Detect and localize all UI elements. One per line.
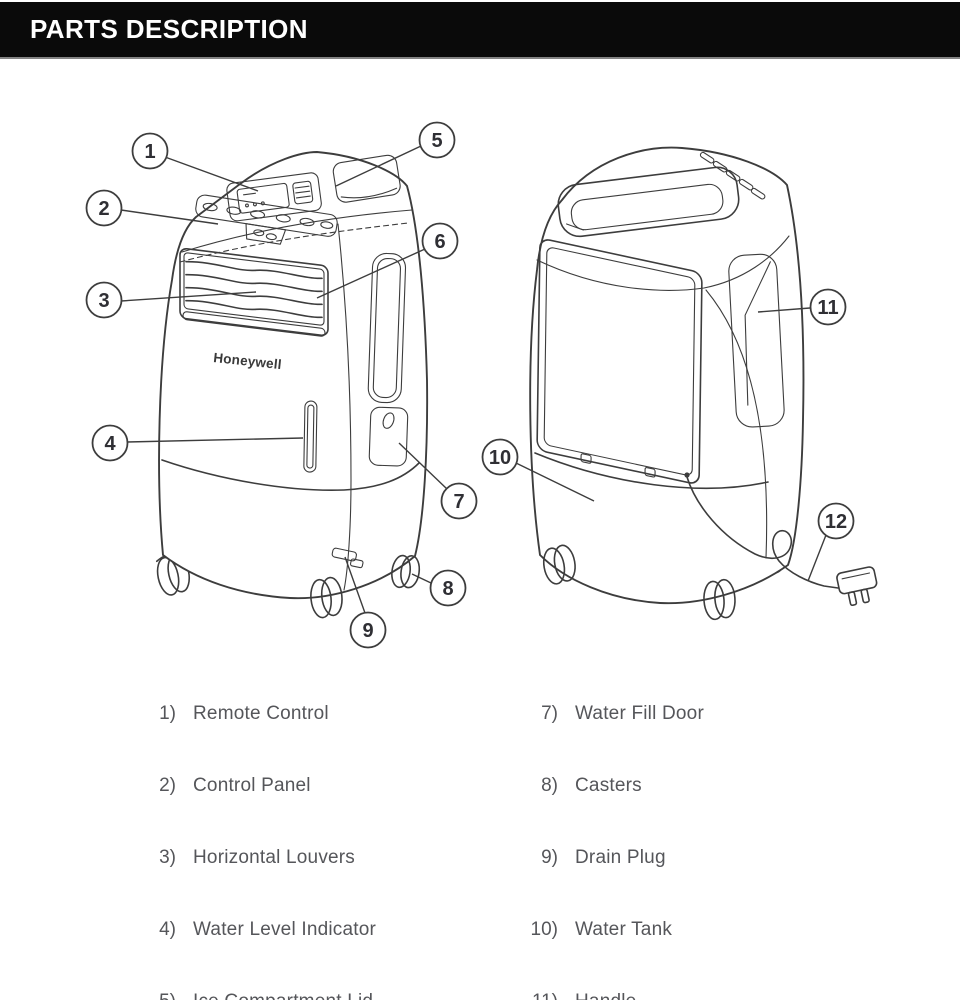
item-number: 11) bbox=[508, 991, 558, 1000]
carry-handle-recess bbox=[557, 166, 740, 238]
brand-logo-text: Honeywell bbox=[213, 350, 283, 372]
back-view-diagram bbox=[529, 146, 878, 621]
callout-number: 7 bbox=[453, 491, 464, 513]
parts-diagram: Honeywell bbox=[85, 121, 878, 649]
callout-circle bbox=[85, 189, 123, 227]
callout-number: 2 bbox=[98, 198, 109, 220]
front-body-outline bbox=[158, 151, 429, 600]
callout-9: 9 bbox=[344, 556, 387, 649]
item-label: Casters bbox=[575, 775, 642, 796]
water-fill-door-icon bbox=[368, 406, 409, 467]
list-item: 5) Ice Compartment Lid bbox=[150, 991, 376, 1000]
page-title: PARTS DESCRIPTION bbox=[30, 14, 308, 44]
callout-number: 11 bbox=[817, 297, 838, 319]
back-body-outline bbox=[529, 146, 805, 605]
callout-circle bbox=[418, 121, 456, 159]
item-number: 5) bbox=[150, 991, 176, 1000]
item-label: Control Panel bbox=[193, 775, 311, 796]
callout-circle bbox=[349, 611, 387, 649]
item-label: Drain Plug bbox=[575, 847, 666, 868]
ice-compartment-lid-icon bbox=[332, 154, 401, 203]
caster-front-center-icon bbox=[310, 576, 343, 619]
drain-plug-icon bbox=[331, 547, 364, 569]
list-item: 2) Control Panel bbox=[150, 775, 376, 797]
handle-icon bbox=[728, 253, 785, 428]
item-number: 1) bbox=[159, 703, 176, 724]
caster-front-right-icon bbox=[391, 554, 421, 589]
item-label: Water Fill Door bbox=[575, 703, 704, 724]
honeycomb-grille-icon bbox=[536, 239, 703, 484]
control-panel-icon bbox=[195, 194, 338, 245]
callout-7: 7 bbox=[398, 442, 478, 520]
water-tank-seam bbox=[534, 452, 769, 489]
callout-4: 4 bbox=[91, 424, 304, 462]
header-bar: PARTS DESCRIPTION bbox=[0, 2, 960, 59]
callout-circle bbox=[809, 288, 847, 326]
callout-circle bbox=[91, 424, 129, 462]
callout-number: 9 bbox=[362, 620, 373, 642]
list-item: 3) Horizontal Louvers bbox=[150, 847, 376, 869]
callout-number: 12 bbox=[825, 511, 847, 533]
item-label: Horizontal Louvers bbox=[193, 847, 356, 868]
callout-number: 6 bbox=[434, 231, 445, 253]
item-number: 2) bbox=[159, 775, 176, 796]
parts-list-right-column: 7) Water Fill Door 8) Casters 9) Drain P… bbox=[508, 703, 704, 1000]
item-number: 9) bbox=[541, 847, 558, 868]
callout-number: 10 bbox=[489, 447, 511, 469]
parts-list-left-column: 1) Remote Control 2) Control Panel 3) Ho… bbox=[150, 703, 376, 1000]
callout-number: 4 bbox=[104, 433, 116, 455]
item-label: Remote Control bbox=[193, 703, 329, 724]
callout-circle bbox=[481, 438, 519, 476]
callout-circle bbox=[440, 482, 478, 520]
power-cord-icon bbox=[686, 476, 839, 589]
top-vent-slots-icon bbox=[699, 151, 766, 200]
callout-10: 10 bbox=[481, 438, 595, 502]
caster-back-center-icon bbox=[703, 578, 736, 621]
side-panel-recess bbox=[367, 252, 407, 404]
callout-number: 1 bbox=[144, 141, 155, 163]
callout-8: 8 bbox=[411, 569, 467, 607]
callout-number: 5 bbox=[431, 130, 442, 152]
item-number: 8) bbox=[541, 775, 558, 796]
cord-anchor-dot bbox=[684, 472, 690, 478]
list-item: 4) Water Level Indicator bbox=[150, 919, 376, 941]
item-label: Ice Compartment Lid bbox=[193, 991, 373, 1000]
callout-1: 1 bbox=[131, 132, 259, 192]
callout-3: 3 bbox=[85, 281, 257, 319]
list-item: 7) Water Fill Door bbox=[508, 703, 704, 725]
callout-circle bbox=[85, 281, 123, 319]
callout-circle bbox=[817, 502, 855, 540]
item-number: 7) bbox=[541, 703, 558, 724]
power-plug-icon bbox=[836, 566, 878, 607]
front-view-diagram: Honeywell bbox=[155, 151, 429, 619]
callout-circle bbox=[131, 132, 169, 170]
list-item: 1) Remote Control bbox=[150, 703, 376, 725]
item-number: 10) bbox=[530, 919, 558, 940]
item-label: Handle bbox=[575, 991, 636, 1000]
list-item: 9) Drain Plug bbox=[508, 847, 704, 869]
item-number: 3) bbox=[159, 847, 176, 868]
callout-number: 8 bbox=[442, 578, 453, 600]
caster-back-left-icon bbox=[542, 544, 576, 585]
list-item: 8) Casters bbox=[508, 775, 704, 797]
list-item: 10) Water Tank bbox=[508, 919, 704, 941]
list-item: 11) Handle bbox=[508, 991, 704, 1000]
item-label: Water Tank bbox=[575, 919, 673, 940]
callout-circle bbox=[429, 569, 467, 607]
callout-number: 3 bbox=[98, 290, 109, 312]
item-label: Water Level Indicator bbox=[193, 919, 377, 940]
item-number: 4) bbox=[159, 919, 176, 940]
callout-6: 6 bbox=[316, 222, 459, 299]
callout-circle bbox=[421, 222, 459, 260]
callout-11: 11 bbox=[757, 288, 847, 326]
callouts-layer: 1 2 3 4 5 bbox=[85, 121, 855, 649]
callout-5: 5 bbox=[335, 121, 456, 187]
callout-2: 2 bbox=[85, 189, 219, 227]
callout-12: 12 bbox=[807, 502, 855, 582]
water-level-indicator-icon bbox=[303, 400, 318, 473]
remote-control-icon bbox=[226, 172, 322, 222]
horizontal-louvers-icon bbox=[179, 247, 329, 337]
